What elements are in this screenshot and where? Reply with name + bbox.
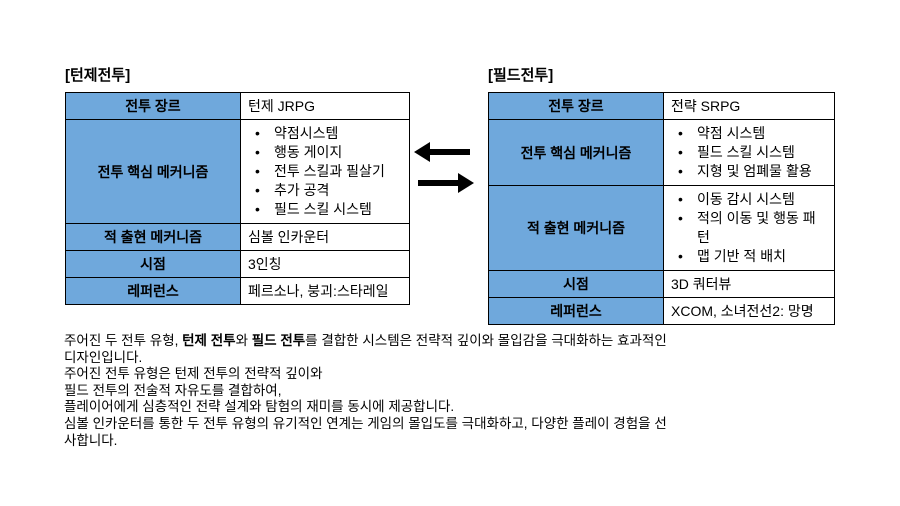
paragraph-line: 주어진 두 전투 유형, 턴제 전투와 필드 전투를 결합한 시스템은 전략적 … bbox=[64, 333, 864, 350]
bullet-item: 약점 시스템 bbox=[671, 124, 827, 143]
row-value: 3D 쿼터뷰 bbox=[671, 276, 732, 292]
paragraph-line: 주어진 전투 유형은 턴제 전투의 전략적 깊이와 bbox=[64, 366, 864, 383]
row-value: 전략 SRPG bbox=[671, 98, 741, 114]
bullet-item: 필드 스킬 시스템 bbox=[248, 200, 402, 219]
text-run: 주어진 두 전투 유형, bbox=[64, 333, 183, 348]
exchange-arrows bbox=[412, 138, 476, 196]
table-row: 시점 3인칭 bbox=[66, 250, 409, 277]
bullet-item: 추가 공격 bbox=[248, 181, 402, 200]
table-row: 전투 핵심 메커니즘약점 시스템필드 스킬 시스템지형 및 엄폐물 활용 bbox=[489, 119, 834, 185]
row-value: 약점시스템행동 게이지전투 스킬과 필살기추가 공격필드 스킬 시스템 bbox=[241, 120, 409, 223]
turn-based-combat-title: [턴제전투] bbox=[65, 67, 131, 84]
paragraph-line: 심볼 인카운터를 통한 두 전투 유형의 유기적인 연계는 게임의 몰입도를 극… bbox=[64, 416, 864, 433]
row-label: 전투 장르 bbox=[489, 93, 664, 119]
table-row: 전투 장르 전략 SRPG bbox=[489, 93, 834, 119]
paragraph-line: 디자인입니다. bbox=[64, 350, 864, 367]
row-label: 전투 핵심 메커니즘 bbox=[489, 120, 664, 185]
text-run: 플레이어에게 심층적인 전략 설계와 탐험의 재미를 동시에 제공합니다. bbox=[64, 399, 455, 415]
arrow-right-icon bbox=[418, 173, 474, 193]
table-row: 적 출현 메커니즘 심볼 인카운터 bbox=[66, 223, 409, 250]
table-row: 적 출현 메커니즘이동 감시 시스템적의 이동 및 행동 패턴맵 기반 적 배치 bbox=[489, 185, 834, 270]
bullet-item: 이동 감시 시스템 bbox=[671, 190, 827, 209]
text-run: 와 bbox=[235, 333, 252, 348]
text-run: 디자인입니다. bbox=[64, 349, 143, 365]
text-run: 를 결합한 시스템은 전략적 깊이와 몰입감을 극대화하는 효과적인 bbox=[305, 333, 667, 348]
bold-text-run: 필드 전투 bbox=[251, 333, 306, 348]
bullet-list: 약점시스템행동 게이지전투 스킬과 필살기추가 공격필드 스킬 시스템 bbox=[248, 124, 402, 219]
row-value: 이동 감시 시스템적의 이동 및 행동 패턴맵 기반 적 배치 bbox=[664, 186, 834, 270]
row-value: 3인칭 bbox=[248, 256, 282, 272]
row-label: 전투 장르 bbox=[66, 93, 241, 119]
row-label: 전투 핵심 메커니즘 bbox=[66, 120, 241, 223]
row-value: XCOM, 소녀전선2: 망명 bbox=[671, 303, 814, 319]
bullet-item: 행동 게이지 bbox=[248, 143, 402, 162]
paragraph-line: 필드 전투의 전술적 자유도를 결합하여, bbox=[64, 383, 864, 400]
text-run: 필드 전투의 전술적 자유도를 결합하여, bbox=[64, 382, 282, 398]
table-row: 레퍼런스 페르소나, 붕괴:스타레일 bbox=[66, 277, 409, 304]
table-row: 레퍼런스 XCOM, 소녀전선2: 망명 bbox=[489, 297, 834, 324]
row-label: 적 출현 메커니즘 bbox=[66, 224, 241, 250]
row-value: 약점 시스템필드 스킬 시스템지형 및 엄폐물 활용 bbox=[664, 120, 834, 185]
bullet-item: 전투 스킬과 필살기 bbox=[248, 162, 402, 181]
table-row: 시점 3D 쿼터뷰 bbox=[489, 270, 834, 297]
row-label: 적 출현 메커니즘 bbox=[489, 186, 664, 270]
bullet-list: 약점 시스템필드 스킬 시스템지형 및 엄폐물 활용 bbox=[671, 124, 827, 181]
paragraph-line: 플레이어에게 심층적인 전략 설계와 탐험의 재미를 동시에 제공합니다. bbox=[64, 399, 864, 416]
bullet-list: 이동 감시 시스템적의 이동 및 행동 패턴맵 기반 적 배치 bbox=[671, 190, 827, 266]
bullet-item: 필드 스킬 시스템 bbox=[671, 143, 827, 162]
arrow-left-icon bbox=[414, 142, 470, 162]
row-label: 시점 bbox=[66, 251, 241, 277]
table-row: 전투 장르 턴제 JRPG bbox=[66, 93, 409, 119]
text-run: 사합니다. bbox=[64, 432, 118, 448]
bold-text-run: 턴제 전투 bbox=[182, 333, 236, 348]
table-row: 전투 핵심 메커니즘약점시스템행동 게이지전투 스킬과 필살기추가 공격필드 스… bbox=[66, 119, 409, 223]
text-run: 심볼 인카운터를 통한 두 전투 유형의 유기적인 연계는 게임의 몰입도를 극… bbox=[64, 415, 667, 431]
row-value: 턴제 JRPG bbox=[248, 98, 315, 114]
row-label: 시점 bbox=[489, 271, 664, 297]
bullet-item: 지형 및 엄폐물 활용 bbox=[671, 162, 827, 181]
summary-paragraph: 주어진 두 전투 유형, 턴제 전투와 필드 전투를 결합한 시스템은 전략적 … bbox=[64, 333, 864, 449]
row-label: 레퍼런스 bbox=[489, 298, 664, 324]
text-run: 주어진 전투 유형은 턴제 전투의 전략적 깊이와 bbox=[64, 366, 323, 382]
bullet-item: 맵 기반 적 배치 bbox=[671, 247, 827, 266]
field-combat-title: [필드전투] bbox=[488, 67, 554, 84]
bullet-item: 적의 이동 및 행동 패턴 bbox=[671, 209, 827, 247]
row-value: 심볼 인카운터 bbox=[248, 229, 330, 245]
row-label: 레퍼런스 bbox=[66, 278, 241, 304]
bullet-item: 약점시스템 bbox=[248, 124, 402, 143]
paragraph-line: 사합니다. bbox=[64, 433, 864, 450]
row-value: 페르소나, 붕괴:스타레일 bbox=[248, 283, 389, 299]
